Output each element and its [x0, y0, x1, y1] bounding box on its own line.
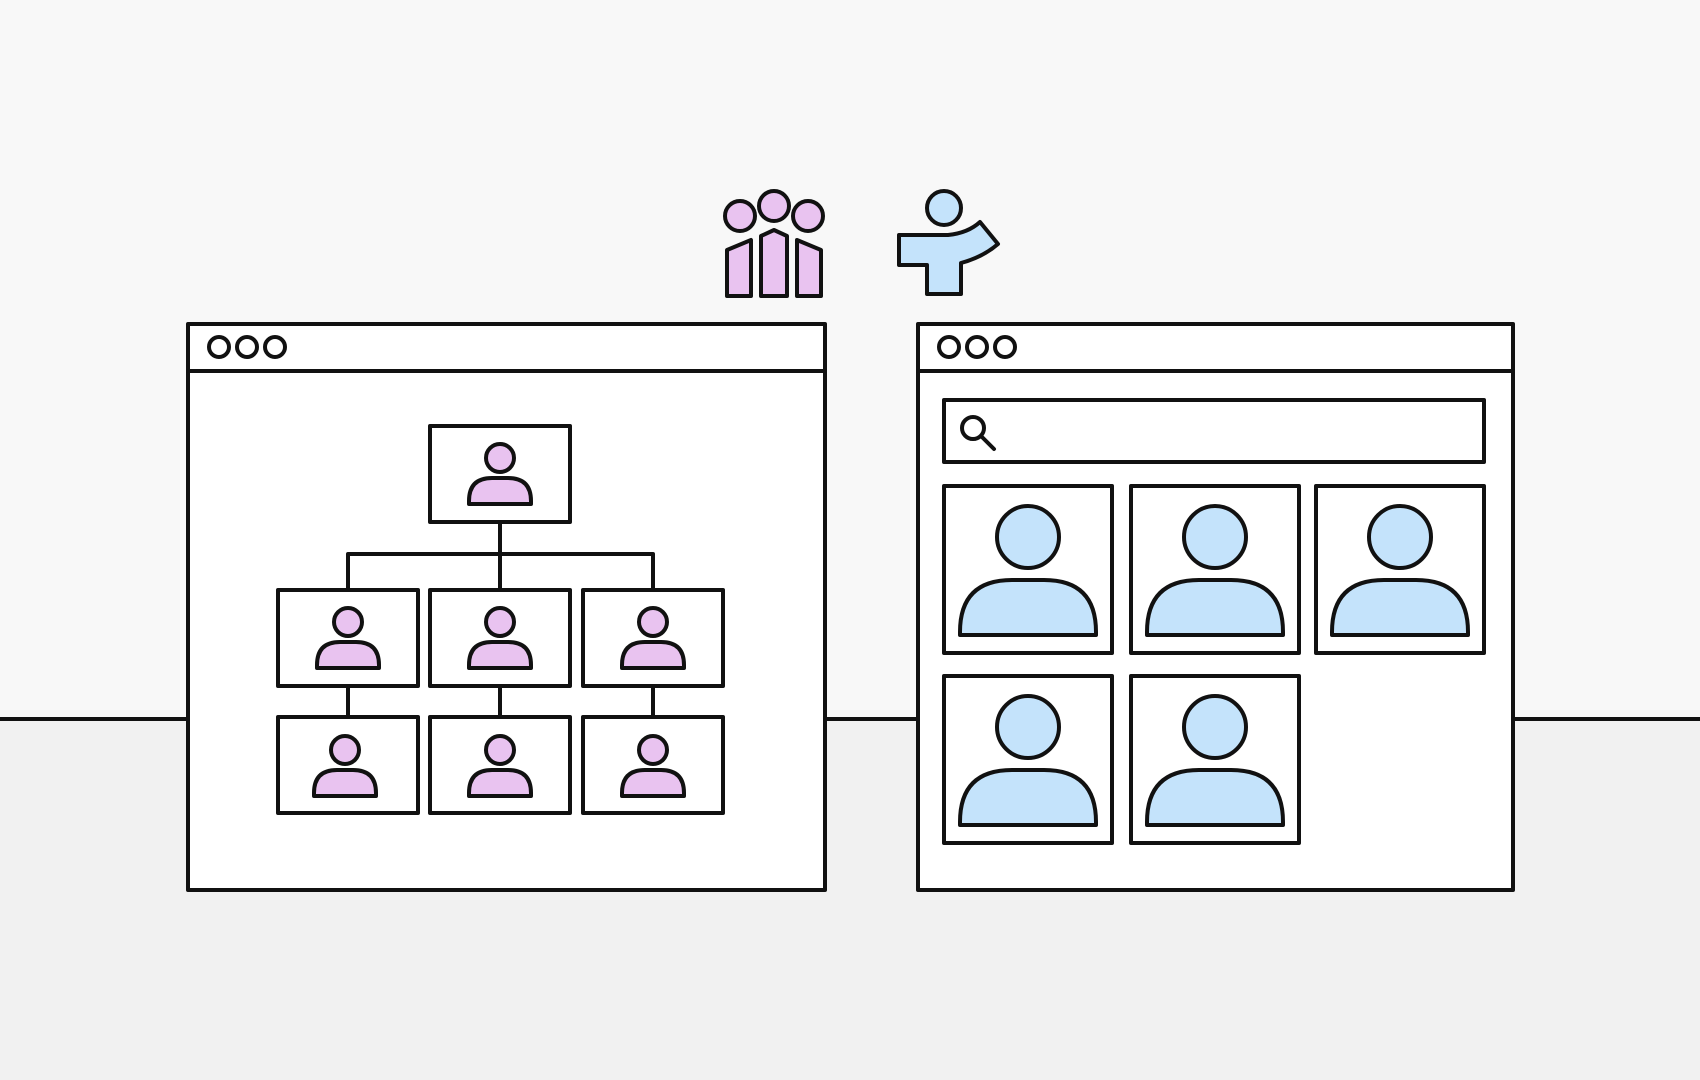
person-icon: [1145, 694, 1285, 827]
person-icon: [467, 442, 533, 506]
window-control-close[interactable]: [207, 335, 231, 359]
team-group-icon: [723, 189, 825, 298]
org-node[interactable]: [276, 715, 420, 815]
profile-card[interactable]: [1129, 674, 1301, 845]
search-icon: [960, 415, 996, 451]
org-node-root[interactable]: [428, 424, 572, 524]
profile-card[interactable]: [1314, 484, 1486, 655]
org-node[interactable]: [428, 715, 572, 815]
window-control-close[interactable]: [937, 335, 961, 359]
window-control-minimize[interactable]: [235, 335, 259, 359]
person-icon: [958, 504, 1098, 637]
window-control-maximize[interactable]: [993, 335, 1017, 359]
person-icon: [312, 734, 378, 798]
profile-card[interactable]: [1129, 484, 1301, 655]
person-icon: [620, 734, 686, 798]
person-icon: [1145, 504, 1285, 637]
search-input[interactable]: [942, 398, 1486, 464]
person-icon: [467, 606, 533, 670]
org-node[interactable]: [428, 588, 572, 688]
window-controls[interactable]: [937, 335, 1017, 359]
person-icon: [620, 606, 686, 670]
person-icon: [467, 734, 533, 798]
window-control-maximize[interactable]: [263, 335, 287, 359]
directory-window: [916, 322, 1515, 892]
window-controls[interactable]: [207, 335, 287, 359]
org-node[interactable]: [581, 715, 725, 815]
org-node[interactable]: [276, 588, 420, 688]
profile-card[interactable]: [942, 484, 1114, 655]
presenter-pointing-icon: [897, 189, 1000, 296]
person-icon: [315, 606, 381, 670]
profile-card[interactable]: [942, 674, 1114, 845]
person-icon: [1330, 504, 1470, 637]
org-chart-window: [186, 322, 827, 892]
org-node[interactable]: [581, 588, 725, 688]
window-control-minimize[interactable]: [965, 335, 989, 359]
person-icon: [958, 694, 1098, 827]
org-chart-connectors: [346, 520, 655, 719]
